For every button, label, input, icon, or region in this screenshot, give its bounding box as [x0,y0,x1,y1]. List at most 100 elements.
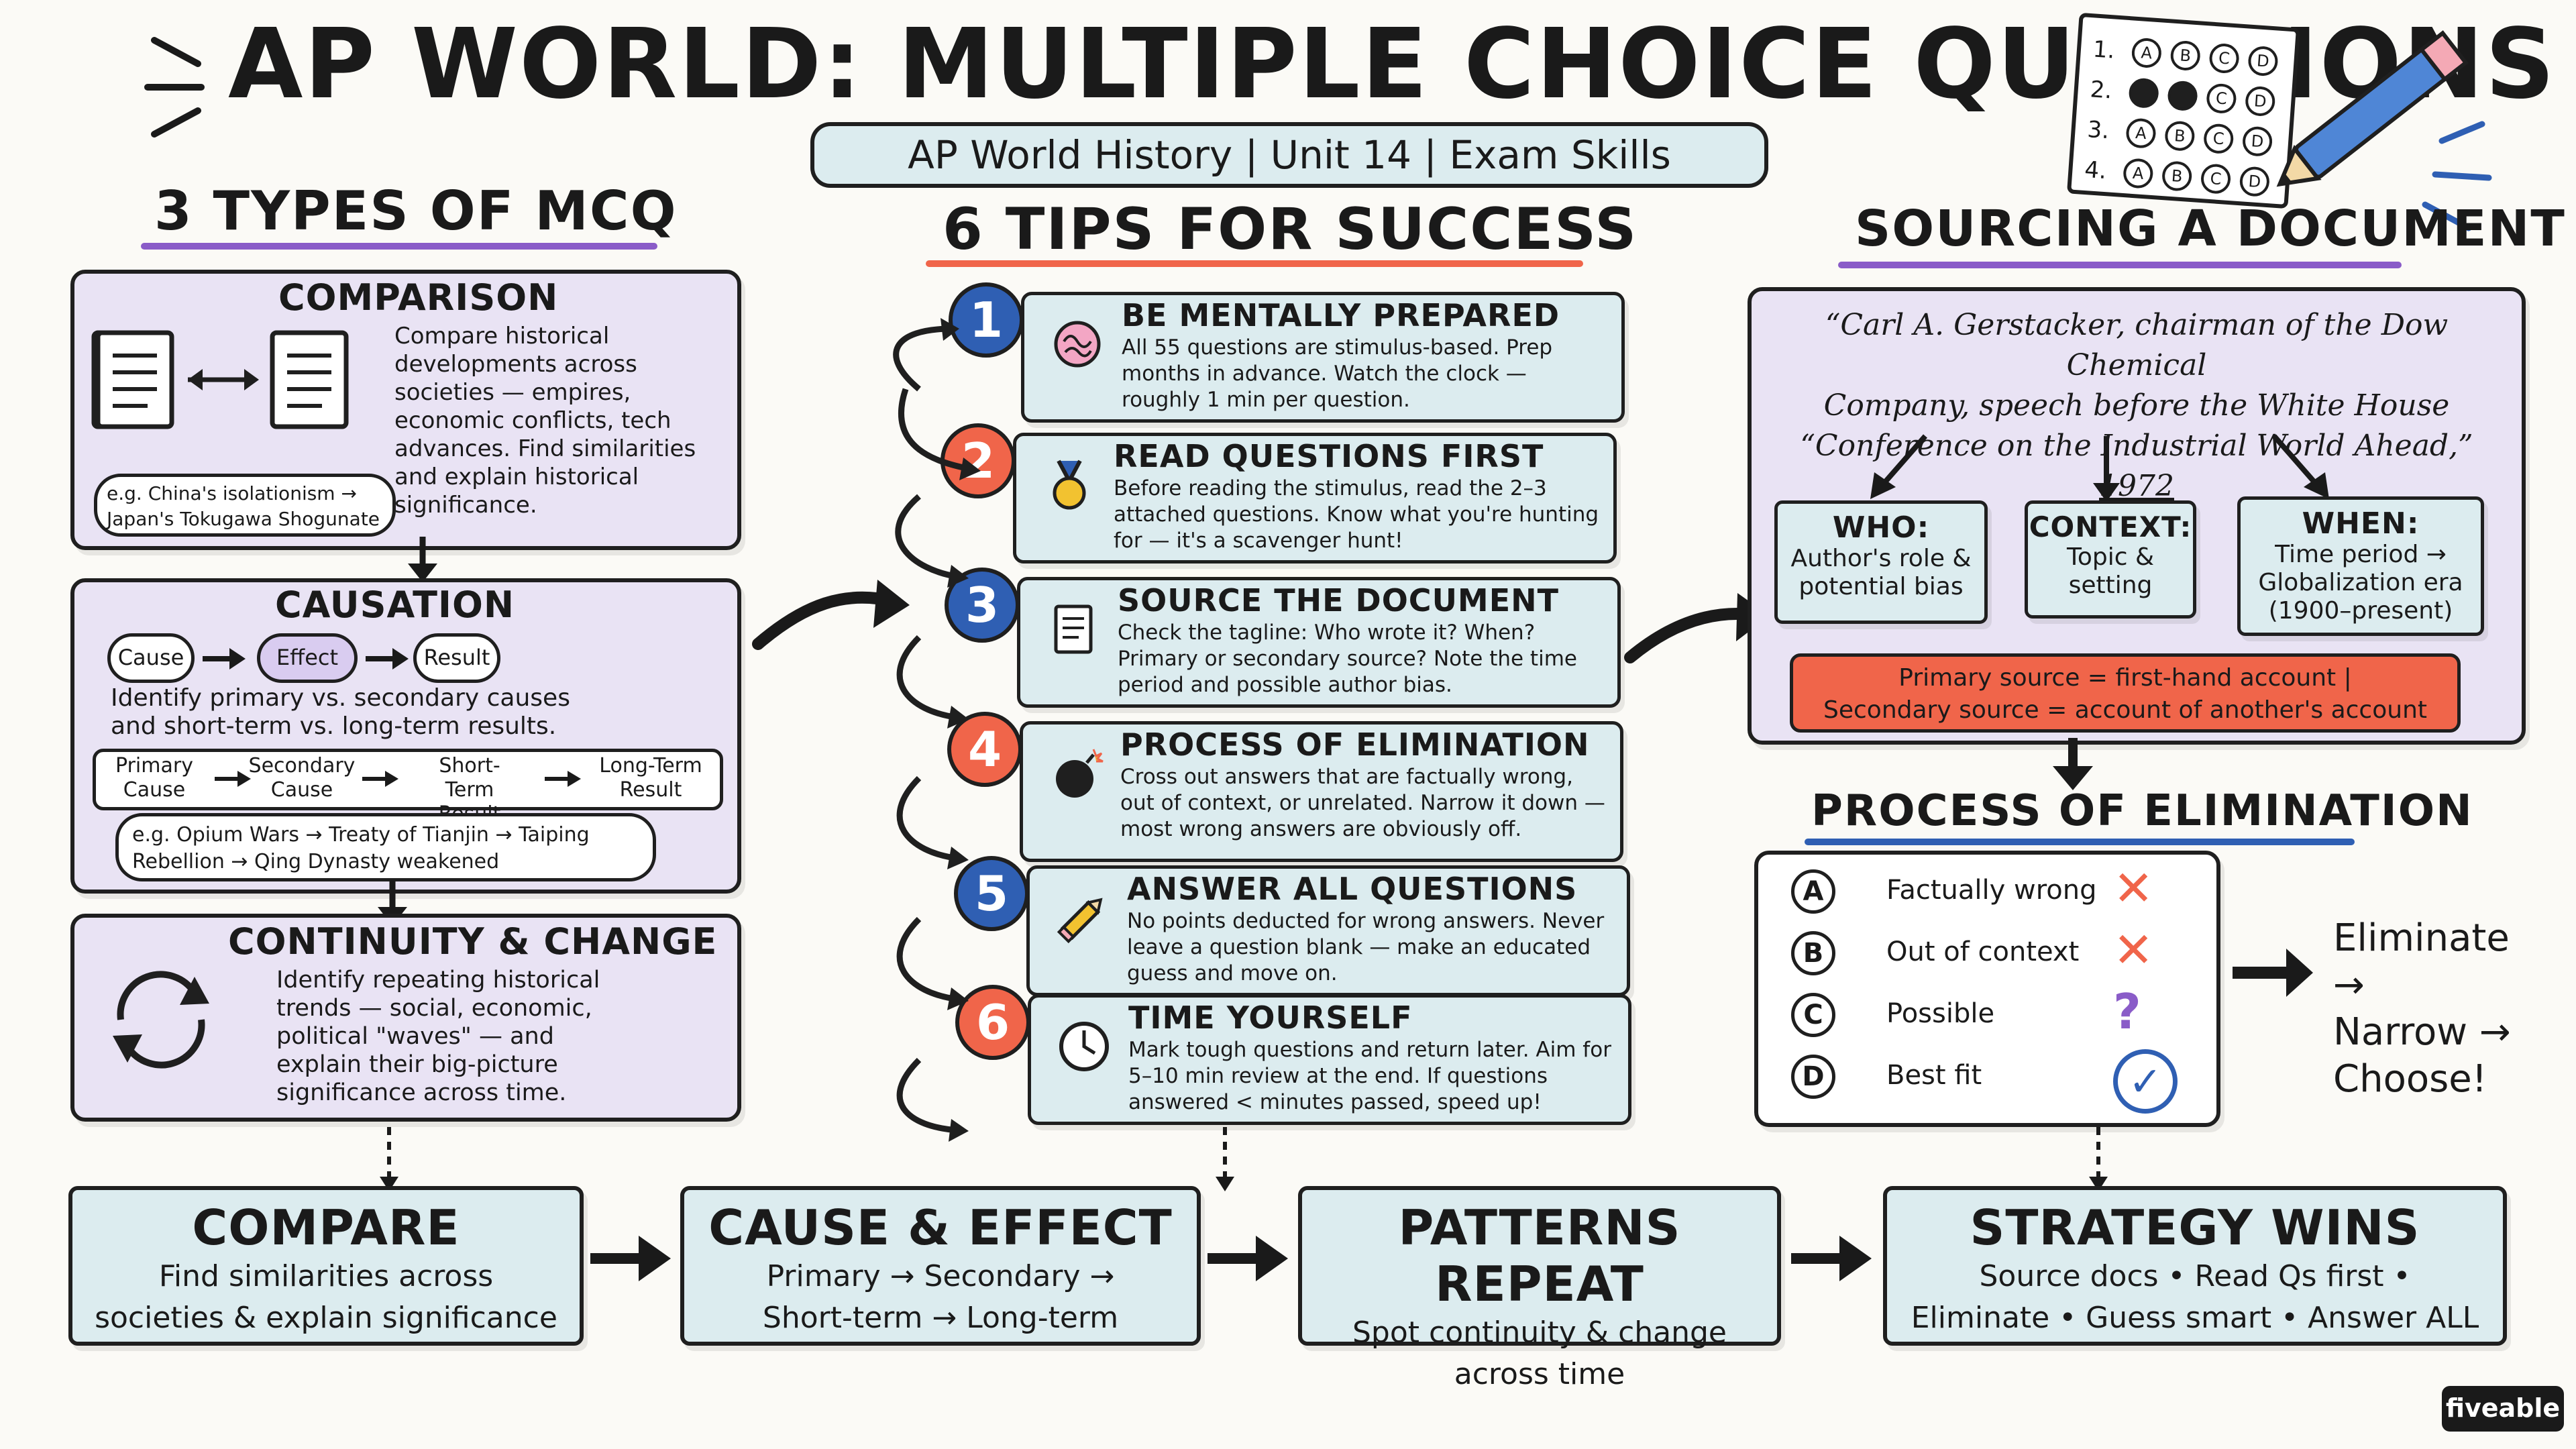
sourcing-heading: SOURCING A DOCUMENT [1855,200,2566,258]
arrow-right-icon [215,771,251,787]
bubble-row-number: 2. [2089,76,2113,105]
cause-chain-node: Cause [107,633,195,683]
tip-card [1020,721,1623,862]
continuity-title: CONTINUITY & CHANGE [228,920,718,963]
motion-lines-icon [144,37,205,138]
summary-line: societies & explain significance [95,1301,557,1335]
tip-title: SOURCE THE DOCUMENT [1118,582,1559,619]
tip-card [1021,292,1625,423]
answer-bubble: C [2208,42,2241,74]
comparison-title: COMPARISON [278,276,559,319]
tips-heading: 6 TIPS FOR SUCCESS [943,196,1638,263]
answer-bubble [2167,80,2199,112]
bubble-row-number: 3. [2086,116,2110,145]
summary-line: Spot continuity & change [1352,1316,1727,1350]
elimination-step: Narrow → [2333,1010,2511,1054]
causation-body: Identify primary vs. secondary causes an… [111,684,570,740]
brand-logo: fiveable [2442,1386,2564,1432]
elimination-underline [1805,839,2355,845]
context-title: CONTEXT: [2029,511,2192,543]
who-title: WHO: [1832,511,1930,545]
arrow-right-icon [366,648,409,669]
clock-icon [1059,1022,1109,1071]
continuity-card [70,914,741,1122]
option-letter: D [1791,1055,1835,1099]
causation-steps-bar [93,749,723,810]
answer-bubble: B [2169,40,2202,72]
summary-line: Find similarities across [158,1259,494,1293]
summary-line: Eliminate • Guess smart • Answer ALL [1911,1301,2479,1335]
causation-title: CAUSATION [275,584,515,626]
option-label: Out of context [1886,936,2080,967]
tips-connectors [893,318,981,1142]
brain-icon [1054,321,1101,368]
context-body: Topic & setting [2066,543,2155,599]
when-body: Time period → Globalization era (1900–pr… [2258,541,2463,625]
option-letter: C [1791,993,1835,1037]
answer-bubble [2128,77,2160,109]
cross-icon: ✕ [2113,860,2154,916]
tip-title: BE MENTALLY PREPARED [1122,297,1560,333]
tip-number-badge: 5 [954,856,1029,931]
tip-title: TIME YOURSELF [1128,1000,1413,1036]
arrow-right-icon [2233,949,2313,997]
tip-body: No points deducted for wrong answers. Ne… [1127,909,1605,985]
cause-chain-node: Result [413,633,500,683]
tip-body: Mark tough questions and return later. A… [1128,1038,1611,1114]
document-icon [1054,604,1093,654]
source-definition: Primary source = first-hand account | Se… [1790,653,2461,733]
answer-bubble: B [2161,160,2193,193]
summary-title: CAUSE & EFFECT [708,1199,1173,1256]
answer-bubble: B [2163,120,2196,152]
dotted-arrows [380,1127,2108,1191]
causation-example: e.g. Opium Wars → Treaty of Tianjin → Ta… [115,813,656,881]
causation-step: Long-Term Result [599,754,702,802]
tip-title: READ QUESTIONS FIRST [1114,438,1544,474]
elimination-steps: Eliminate →Narrow →Choose! [2333,915,2548,1103]
definition-line: Primary source = first-hand account | [1898,664,2352,692]
answer-bubble: A [2125,117,2157,150]
types-underline [141,243,657,250]
pencil-icon [2276,30,2492,231]
tip-number-badge: 1 [949,282,1024,358]
option-label: Best fit [1886,1060,1982,1091]
context-box: CONTEXT: Topic & setting [2025,500,2196,619]
summary-title: PATTERNS REPEAT [1398,1199,1681,1312]
question-icon: ? [2113,983,2141,1040]
answer-bubble: A [2122,158,2154,189]
page-subtitle: AP World History | Unit 14 | Exam Skills [810,122,1768,188]
tip-number-badge: 4 [947,712,1022,787]
tip-title: PROCESS OF ELIMINATION [1120,727,1590,763]
quote-line: “Carl A. Gerstacker, chairman of the Dow… [1825,308,2449,382]
tip-title: ANSWER ALL QUESTIONS [1127,871,1578,907]
tip-card [1017,577,1621,708]
elimination-step: Eliminate → [2333,916,2510,1007]
comparison-example: e.g. China's isolationism → Japan's Toku… [94,474,396,537]
cross-icon: ✕ [2113,922,2154,978]
types-heading: 3 TYPES OF MCQ [154,180,678,242]
tip-card [1028,994,1631,1125]
arrow-right-icon [362,771,398,787]
document-quote: “Carl A. Gerstacker, chairman of the Dow… [1771,305,2502,506]
bubble-row-number: 1. [2092,36,2116,64]
bubble-row-number: 4. [2084,156,2108,185]
when-title: WHEN: [2302,506,2420,541]
arrow-right-icon [203,648,246,669]
when-box: WHEN: Time period → Globalization era (1… [2237,496,2484,636]
arrow-down-icon [2053,738,2093,790]
option-label: Possible [1886,998,1995,1029]
causation-step: Secondary Cause [248,754,356,802]
quote-arrows [1870,434,2329,502]
tip-number-badge: 6 [955,985,1030,1060]
cycle-arrows-icon [113,971,209,1069]
cause-chain-node: Effect [257,633,358,683]
answer-bubble: A [2131,37,2163,69]
answer-bubble: C [2200,163,2232,195]
